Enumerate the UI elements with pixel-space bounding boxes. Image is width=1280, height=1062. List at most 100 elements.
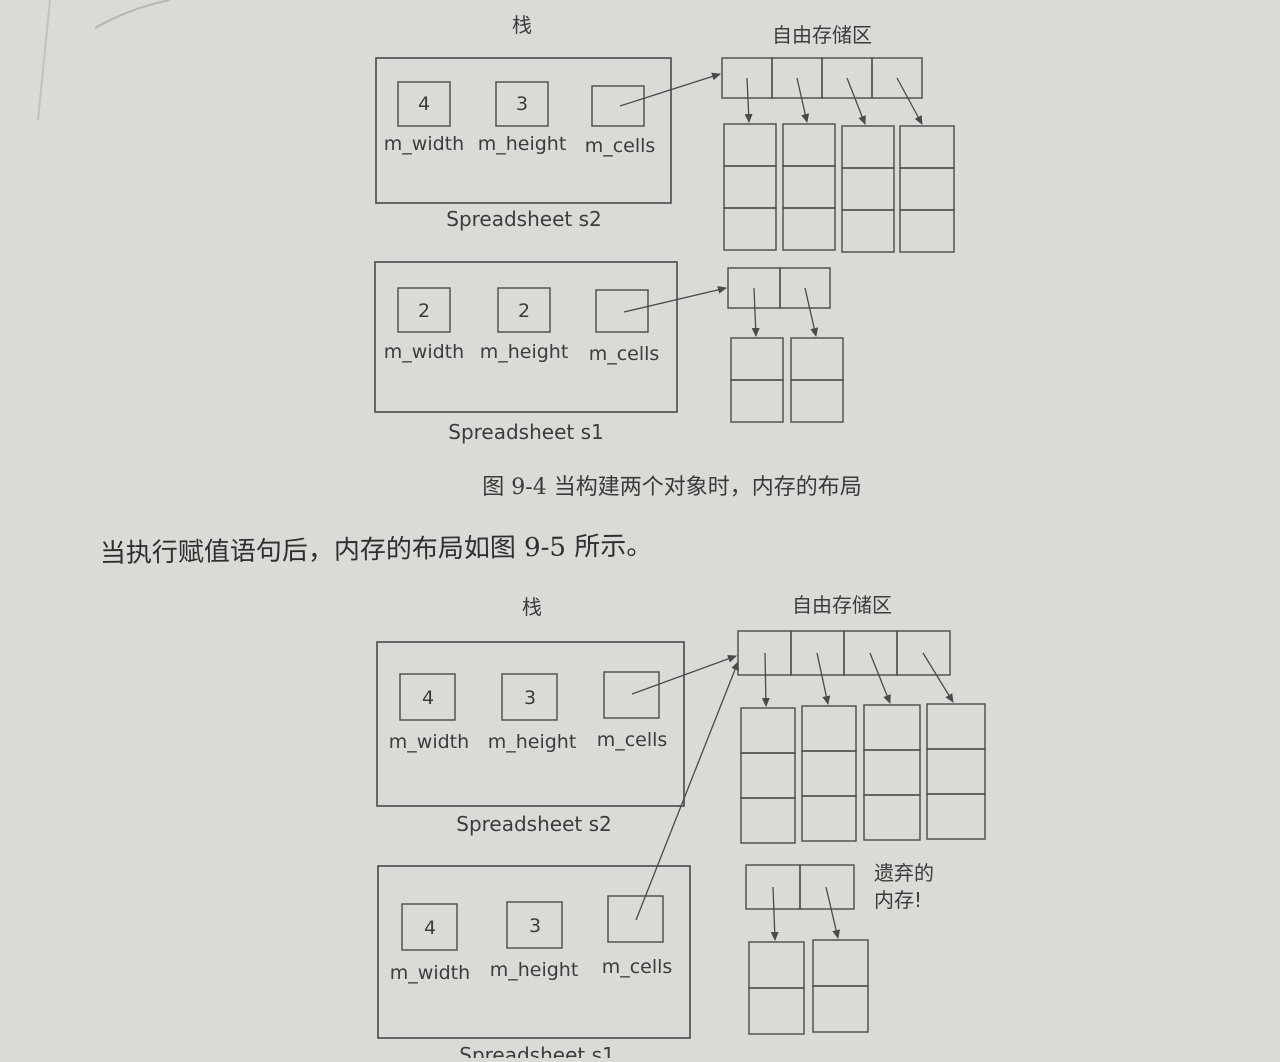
width-value-box (401, 903, 458, 951)
cell (812, 985, 869, 1033)
cell (926, 703, 986, 750)
cell (863, 704, 921, 751)
heap-heading: 自由存储区 (772, 23, 872, 47)
orphan-label: 遗弃的 (874, 861, 934, 885)
column-arrow (761, 652, 770, 707)
height-value: 3 (524, 687, 536, 709)
column-arrow (869, 652, 891, 704)
pointer-cell (896, 630, 951, 676)
pointer-cell (779, 267, 831, 309)
cell (740, 707, 796, 754)
cells-label: m_cells (597, 729, 668, 751)
height-value: 3 (516, 93, 528, 115)
column-arrow (770, 886, 779, 941)
width-label: m_width (389, 731, 469, 753)
orphan-label: 内存! (874, 888, 922, 912)
object-caption: Spreadsheet s1 (459, 1043, 614, 1058)
pointer-cell (871, 57, 923, 99)
height-value-box (506, 901, 563, 949)
cell (748, 941, 805, 989)
cells-pointer-box (591, 85, 645, 127)
object-caption: Spreadsheet s2 (446, 207, 601, 231)
page-edge-line (37, 0, 51, 121)
cell (790, 337, 844, 381)
cells-pointer-box (595, 289, 649, 333)
cell (812, 939, 869, 987)
cell (841, 167, 895, 211)
width-value: 2 (418, 300, 430, 322)
column-arrow (816, 652, 831, 705)
cells-pointer-box (607, 895, 664, 943)
object-frame (374, 261, 678, 413)
height-value-box (495, 81, 549, 127)
pointer-arrow (631, 654, 737, 695)
pointer-cell (799, 864, 855, 910)
pointer-arrow (623, 285, 727, 313)
column-arrow (751, 287, 760, 337)
cells-label: m_cells (585, 135, 656, 157)
height-value-box (501, 673, 558, 721)
width-label: m_width (390, 962, 470, 984)
cell (740, 752, 796, 799)
figure-9-5: 栈 自由存储区 4 3 m_width m_height m_cells Spr… (376, 593, 986, 1062)
cell (782, 165, 836, 209)
cell (790, 379, 844, 423)
cell (899, 209, 955, 253)
cell (863, 749, 921, 796)
height-label: m_height (488, 731, 577, 753)
shared-pointer-array (737, 630, 951, 676)
spreadsheet-s1-object: 4 3 m_width m_height m_cells Spreadsheet… (377, 865, 691, 1062)
column-arrow (744, 77, 753, 123)
spreadsheet-s2-object: 4 3 m_width m_height m_cells Spreadsheet… (376, 641, 685, 836)
height-value: 2 (518, 300, 530, 322)
cell (801, 705, 857, 752)
object-frame (376, 641, 685, 807)
figure-caption: 图 9-4 当构建两个对象时，内存的布局 (482, 475, 861, 500)
width-value-box (397, 81, 451, 127)
width-value-box (399, 673, 456, 721)
stack-heading: 栈 (512, 13, 532, 37)
heap-heading: 自由存储区 (792, 593, 892, 617)
cell (899, 167, 955, 211)
cell (740, 797, 796, 844)
figure-9-4: 栈 自由存储区 4 3 m_width m_height m_cells Spr… (374, 13, 955, 500)
object-caption: Spreadsheet s2 (456, 812, 611, 836)
cell (899, 125, 955, 169)
width-label: m_width (384, 133, 464, 155)
column-arrow (796, 77, 810, 123)
width-value-box (397, 287, 451, 333)
s1-cell-columns (730, 337, 844, 423)
stack-heading: 栈 (522, 595, 542, 619)
cells-pointer-box (603, 671, 660, 719)
height-label: m_height (490, 959, 579, 981)
cell (926, 793, 986, 840)
cell (782, 123, 836, 167)
width-value: 4 (424, 917, 436, 939)
cell (801, 750, 857, 797)
cell (730, 337, 784, 381)
s1-pointer-array (727, 267, 831, 309)
column-arrow (896, 77, 923, 125)
s2-pointer-array (721, 57, 923, 99)
cell (723, 165, 777, 209)
shared-cell-columns (740, 703, 986, 844)
width-value: 4 (418, 93, 430, 115)
cell (723, 207, 777, 251)
pointer-cell (737, 630, 792, 676)
cell (863, 794, 921, 841)
height-label: m_height (478, 133, 567, 155)
object-frame (375, 57, 672, 204)
cells-label: m_cells (589, 343, 660, 365)
cell (723, 123, 777, 167)
cells-label: m_cells (602, 956, 673, 978)
cell (730, 379, 784, 423)
page-curl-line (94, 0, 171, 29)
body-paragraph: 当执行赋值语句后，内存的布局如图 9-5 所示。 (100, 531, 653, 569)
cell (782, 207, 836, 251)
width-label: m_width (384, 341, 464, 363)
cell (841, 125, 895, 169)
s2-cell-columns (723, 123, 955, 253)
height-label: m_height (480, 341, 569, 363)
pointer-arrow (635, 661, 739, 921)
